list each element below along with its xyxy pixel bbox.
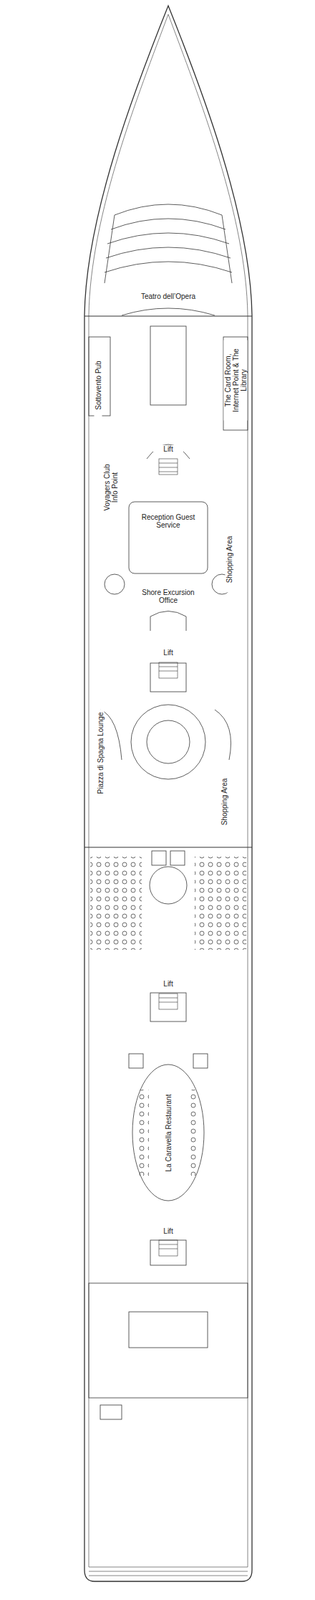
room-label: Lift: [153, 647, 184, 656]
room-label: Lift: [153, 444, 184, 453]
room-label: Shopping Area: [225, 525, 234, 592]
room-label: Lift: [153, 1225, 184, 1234]
room-label: Shore Excursion Office: [135, 587, 202, 604]
room-label: Sottovento Pub: [94, 351, 103, 418]
room-label: Voyagers Club Info Point: [103, 460, 119, 514]
room-label: Teatro dell’Opera: [117, 292, 220, 300]
room-label: The Card Room, Internet Point & The Libr…: [224, 339, 248, 420]
room-label: La Caravella Restaurant: [164, 1080, 173, 1182]
room-label: Lift: [153, 978, 184, 987]
room-label: Piazza di Spagna Lounge: [96, 708, 105, 796]
room-label: Reception Guest Service: [135, 512, 202, 529]
room-label: Shopping Area: [220, 767, 229, 834]
